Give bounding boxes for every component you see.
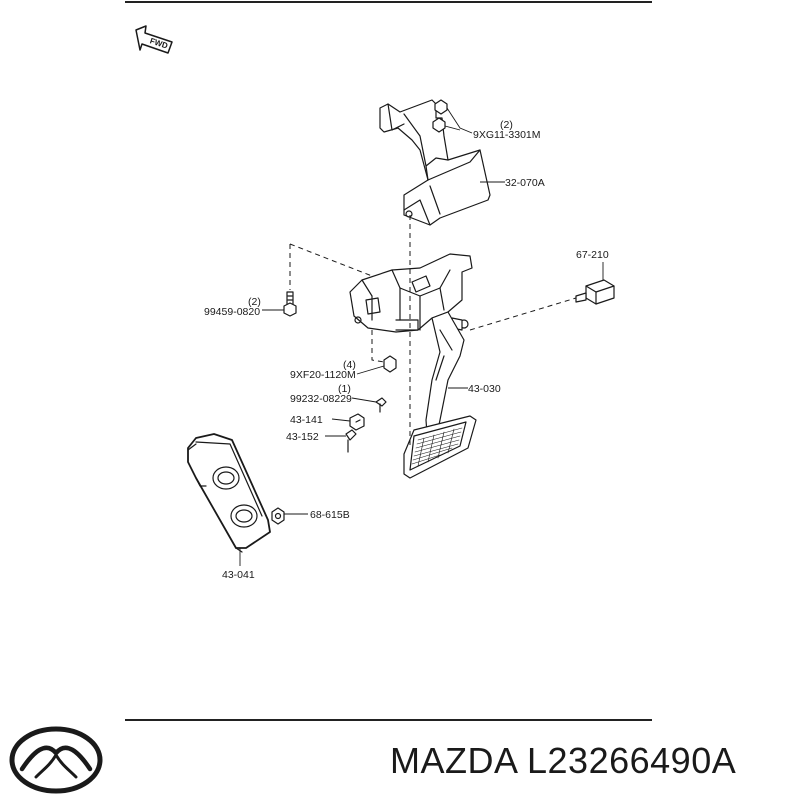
bracket-32-070a <box>379 99 491 226</box>
nut-pad-icon <box>271 507 285 525</box>
label-nut-top-code: 9XG11-3301M <box>473 129 541 141</box>
label-nut-mid-qty: (4) <box>343 359 356 371</box>
label-screw-qty: (1) <box>338 383 351 395</box>
label-screw-code: 99232-08229 <box>290 393 352 405</box>
label-pad-code: 43-041 <box>222 569 255 581</box>
label-bolt-qty: (2) <box>248 296 261 308</box>
label-switch-code: 67-210 <box>576 249 609 261</box>
clip-icon <box>349 413 365 431</box>
screw-icon <box>375 397 387 413</box>
label-clip-code: 43-141 <box>290 414 323 426</box>
part-labels: (2) 9XG11-3301M 32-070A 67-210 (2) 99459… <box>204 119 609 581</box>
label-bolt-code: 99459-0820 <box>204 306 260 318</box>
pad-43-041 <box>187 433 271 553</box>
top-divider <box>125 1 652 3</box>
nut-mid-icon <box>383 355 397 373</box>
mazda-logo-icon <box>9 726 103 794</box>
label-nut-top-qty: (2) <box>500 119 513 131</box>
fwd-arrow-icon: FWD <box>135 25 173 54</box>
switch-67-210 <box>575 279 615 305</box>
label-pedal-code: 43-030 <box>468 383 501 395</box>
pedal-bracket <box>349 253 473 333</box>
label-nut-mid-code: 9XF20-1120M <box>290 369 356 381</box>
bolt-icon <box>283 291 297 317</box>
footer-part-title: MAZDA L23266490A <box>390 740 737 781</box>
nut-top-icon <box>432 99 448 133</box>
footer-divider <box>125 719 652 721</box>
label-pin-code: 43-152 <box>286 431 319 443</box>
pedal-43-030 <box>403 311 477 479</box>
label-bracket-code: 32-070A <box>505 177 545 189</box>
pin-icon <box>345 429 357 453</box>
label-nut-pad-code: 68-615B <box>310 509 350 521</box>
